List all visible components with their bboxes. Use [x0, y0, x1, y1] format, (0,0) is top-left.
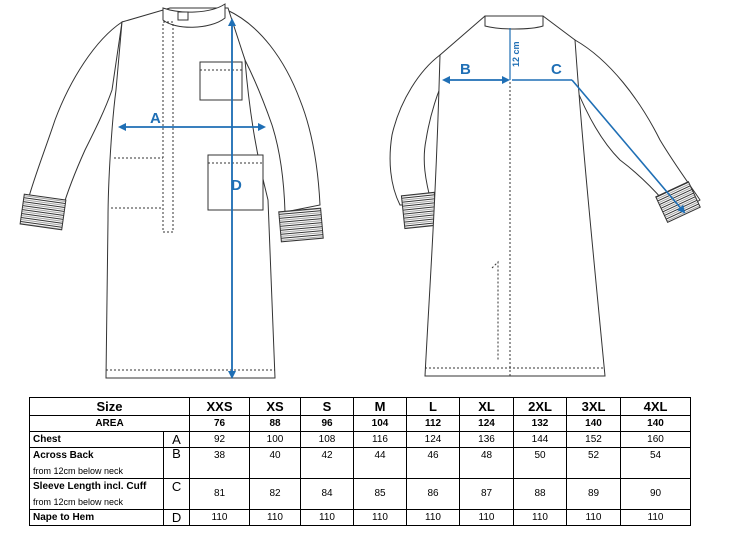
label-a: A: [150, 110, 161, 127]
table-cell: 110: [249, 509, 302, 526]
table-cell: 116: [353, 431, 408, 448]
table-cell: 110: [566, 509, 622, 526]
chest-pocket: [199, 61, 243, 101]
area-cell: 96: [300, 415, 355, 432]
table-cell: 42: [300, 447, 355, 479]
area-cell: 104: [353, 415, 408, 432]
front-measurements: [118, 18, 266, 379]
table-cell: 89: [566, 478, 622, 510]
garment-drawings: A D B C 12 cm: [19, 3, 701, 379]
table-cell: 85: [353, 478, 408, 510]
back-view: [389, 15, 701, 377]
table-cell: 110: [406, 509, 461, 526]
back-measurements: [442, 28, 686, 214]
table-cell: 136: [459, 431, 515, 448]
front-right-sleeve: [226, 9, 321, 213]
table-cell: 110: [189, 509, 251, 526]
table-cell: 88: [513, 478, 568, 510]
table-cell: 40: [249, 447, 302, 479]
size-xxs: XXS: [189, 397, 251, 416]
front-placket: [162, 21, 174, 233]
size-chart-table: Size XXS XS S M L XL 2XL 3XL 4XL AREA 76…: [28, 397, 692, 526]
row-note: from 12cm below neck: [29, 463, 164, 479]
size-header: Size: [28, 397, 191, 416]
label-c: C: [551, 61, 562, 78]
back-right-sleeve: [574, 39, 701, 216]
size-m: M: [353, 397, 408, 416]
table-cell: 144: [513, 431, 568, 448]
back-body: [424, 15, 606, 377]
size-s: S: [300, 397, 355, 416]
label-d: D: [231, 177, 242, 194]
table-cell: 50: [513, 447, 568, 479]
size-l: L: [406, 397, 461, 416]
area-cell: 140: [566, 415, 622, 432]
table-cell: 82: [249, 478, 302, 510]
table-cell: 124: [406, 431, 461, 448]
table-cell: 48: [459, 447, 515, 479]
row-label: Across Back: [29, 447, 164, 463]
size-2xl: 2XL: [513, 397, 568, 416]
area-row: AREA 76 88 96 104 112 124 132 140 140: [28, 415, 692, 432]
front-view: [19, 3, 324, 379]
row-label: Nape to Hem: [29, 509, 164, 526]
table-cell: 87: [459, 478, 515, 510]
table-cell: 81: [189, 478, 251, 510]
row-label: Chest: [29, 431, 164, 448]
table-cell: 44: [353, 447, 408, 479]
area-cell: 112: [406, 415, 461, 432]
area-cell: 88: [249, 415, 302, 432]
size-header-row: Size XXS XS S M L XL 2XL 3XL 4XL: [28, 397, 692, 416]
front-collar: [162, 3, 226, 28]
size-4xl: 4XL: [620, 397, 692, 416]
table-cell: 84: [300, 478, 355, 510]
label-b: B: [460, 61, 471, 78]
row-code: D: [162, 509, 191, 526]
area-cell: 140: [620, 415, 692, 432]
back-collar: [484, 15, 544, 30]
row-label: Sleeve Length incl. Cuff: [29, 478, 164, 494]
area-cell: 124: [459, 415, 515, 432]
table-cell: 110: [459, 509, 515, 526]
lower-pocket: [207, 154, 264, 211]
size-3xl: 3XL: [566, 397, 622, 416]
front-left-sleeve: [27, 20, 123, 211]
front-left-cuff: [19, 193, 67, 231]
table-cell: 110: [513, 509, 568, 526]
size-xl: XL: [459, 397, 515, 416]
size-xs: XS: [249, 397, 302, 416]
table-cell: 38: [189, 447, 251, 479]
table-cell: 54: [620, 447, 692, 479]
area-cell: 132: [513, 415, 568, 432]
table-cell: 100: [249, 431, 302, 448]
collar-badge: [177, 11, 189, 21]
row-code: C: [162, 478, 191, 510]
nape-to-hem-row: Nape to Hem D 110 110 110 110 110 110 11…: [29, 509, 692, 526]
label-12cm: 12 cm: [511, 41, 521, 67]
table-cell: 108: [300, 431, 355, 448]
area-header: AREA: [28, 415, 191, 432]
table-cell: 152: [566, 431, 622, 448]
row-code: B: [162, 447, 191, 479]
row-note: from 12cm below neck: [29, 494, 164, 510]
table-cell: 110: [300, 509, 355, 526]
table-cell: 90: [620, 478, 692, 510]
back-left-cuff: [400, 191, 439, 230]
area-cell: 76: [189, 415, 251, 432]
back-vent: [491, 260, 499, 360]
table-cell: 110: [620, 509, 692, 526]
chest-row: Chest A 92 100 108 116 124 136 144 152 1…: [29, 431, 692, 448]
table-cell: 46: [406, 447, 461, 479]
table-cell: 92: [189, 431, 251, 448]
table-cell: 52: [566, 447, 622, 479]
table-cell: 160: [620, 431, 692, 448]
front-right-cuff: [278, 207, 324, 243]
across-back-row: Across Back B 38 40 42 44 46 48 50 52 54: [29, 447, 692, 479]
table-cell: 86: [406, 478, 461, 510]
sleeve-length-arrow-2: [571, 79, 686, 214]
sleeve-length-row: Sleeve Length incl. Cuff C 81 82 84 85 8…: [29, 478, 692, 510]
table-cell: 110: [353, 509, 408, 526]
